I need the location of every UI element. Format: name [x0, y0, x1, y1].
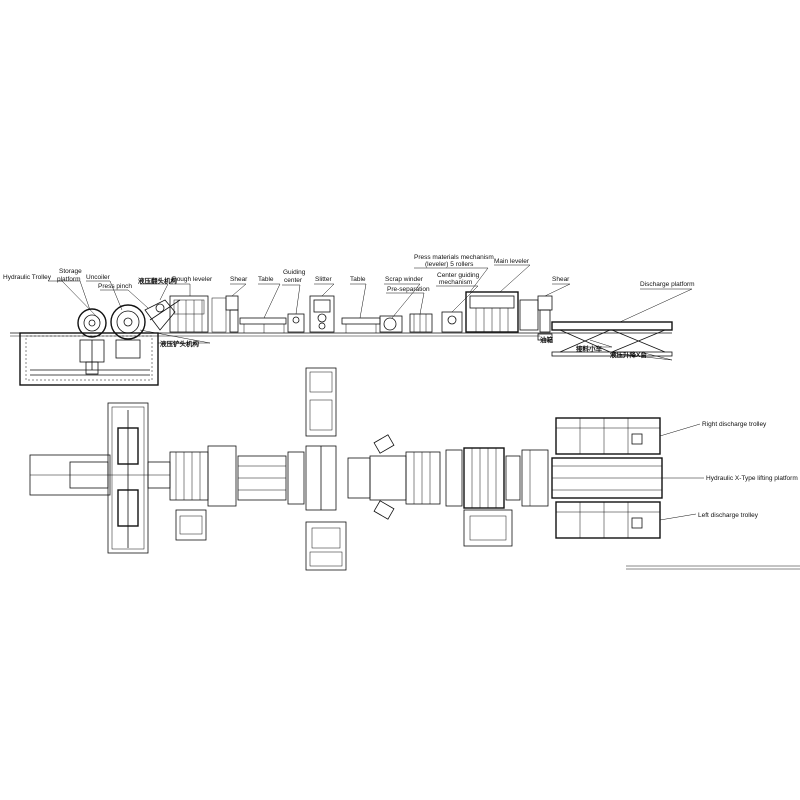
guiding-center-1-machine	[287, 313, 305, 333]
discharge-platform-machine	[551, 321, 673, 357]
label-cn-bottom-4: 液压升降X台	[610, 350, 647, 359]
leader-right-trolley	[659, 423, 701, 437]
plan-slitter	[305, 367, 347, 571]
plan-view: Right discharge trolley Hydraulic X-Type…	[29, 367, 800, 571]
label-press-materials-2: (leveler) 5 rollers	[425, 261, 474, 268]
label-cn-top-1: 液压翻头机构	[138, 276, 178, 285]
label-uncoiler: Uncoiler	[86, 274, 111, 281]
table-1-machine	[239, 317, 287, 333]
coil-drum	[110, 304, 146, 359]
label-cn-bottom-2: 油箱	[540, 335, 554, 344]
foundation-pit	[19, 332, 159, 386]
main-leveler-machine	[465, 291, 539, 333]
plan-table-1	[237, 451, 305, 505]
label-storage-platform-1: Storage	[59, 268, 82, 275]
label-hydraulic-x-lifting: Hydraulic X-Type lifting platform	[706, 475, 798, 482]
label-cn-bottom-1: 液压铲头机构	[160, 339, 200, 348]
label-center-guiding-2: mechanism	[439, 279, 472, 286]
plan-uncoiler-cross	[29, 402, 171, 554]
label-guiding-center-1: Guiding	[283, 269, 306, 276]
center-guiding-machine	[441, 311, 463, 333]
pre-separation-machine	[409, 313, 433, 333]
label-press-pinch: Press pinch	[98, 283, 132, 290]
label-center-guiding-1: Center guiding	[437, 272, 480, 279]
label-scrap-winder: Scrap winder	[385, 276, 424, 283]
label-guiding-center-2: center	[284, 277, 303, 284]
label-hydraulic-trolley: Hydraulic Trolley	[3, 274, 52, 281]
side-leader-lines	[48, 264, 693, 361]
label-table-2: Table	[350, 276, 366, 283]
plan-pre-separation	[405, 449, 463, 507]
plan-scrap-winder	[347, 434, 407, 520]
side-elevation-view: Hydraulic Trolley Storage platform Uncoi…	[3, 254, 695, 386]
label-cn-bottom-3: 接料小车	[576, 344, 603, 353]
label-slitter: Slitter	[315, 276, 332, 283]
label-shear-1: Shear	[230, 276, 248, 283]
label-discharge-platform: Discharge platform	[640, 281, 695, 288]
label-table-1: Table	[258, 276, 274, 283]
shear-1-machine	[225, 295, 239, 333]
leader-left-trolley	[659, 513, 697, 521]
label-main-leveler: Main leveler	[494, 258, 530, 265]
label-press-materials-1: Press materials mechanism	[414, 254, 494, 261]
label-left-discharge-trolley: Left discharge trolley	[698, 512, 759, 519]
rough-leveler-machine	[169, 295, 227, 333]
label-rough-leveler: Rough leveler	[172, 276, 213, 283]
slitter-machine	[309, 295, 335, 333]
label-shear-2: Shear	[552, 276, 570, 283]
press-pinch-unit	[144, 299, 181, 331]
plan-right-discharge-trolley	[555, 417, 661, 455]
plan-left-discharge-trolley	[555, 501, 661, 539]
scrap-winder-machine	[379, 315, 403, 333]
label-right-discharge-trolley: Right discharge trolley	[702, 421, 767, 428]
plan-hydraulic-x-lifting-platform	[551, 457, 663, 499]
plan-rough-leveler	[169, 445, 237, 541]
plan-shear-2	[521, 449, 549, 507]
label-storage-platform-2: platform	[57, 276, 80, 283]
table-2-machine	[341, 317, 381, 333]
uncoiler-machine	[77, 308, 107, 375]
label-pre-separation: Pre-separation	[387, 286, 430, 293]
shear-2-machine	[537, 295, 553, 341]
plan-main-leveler	[463, 447, 521, 547]
